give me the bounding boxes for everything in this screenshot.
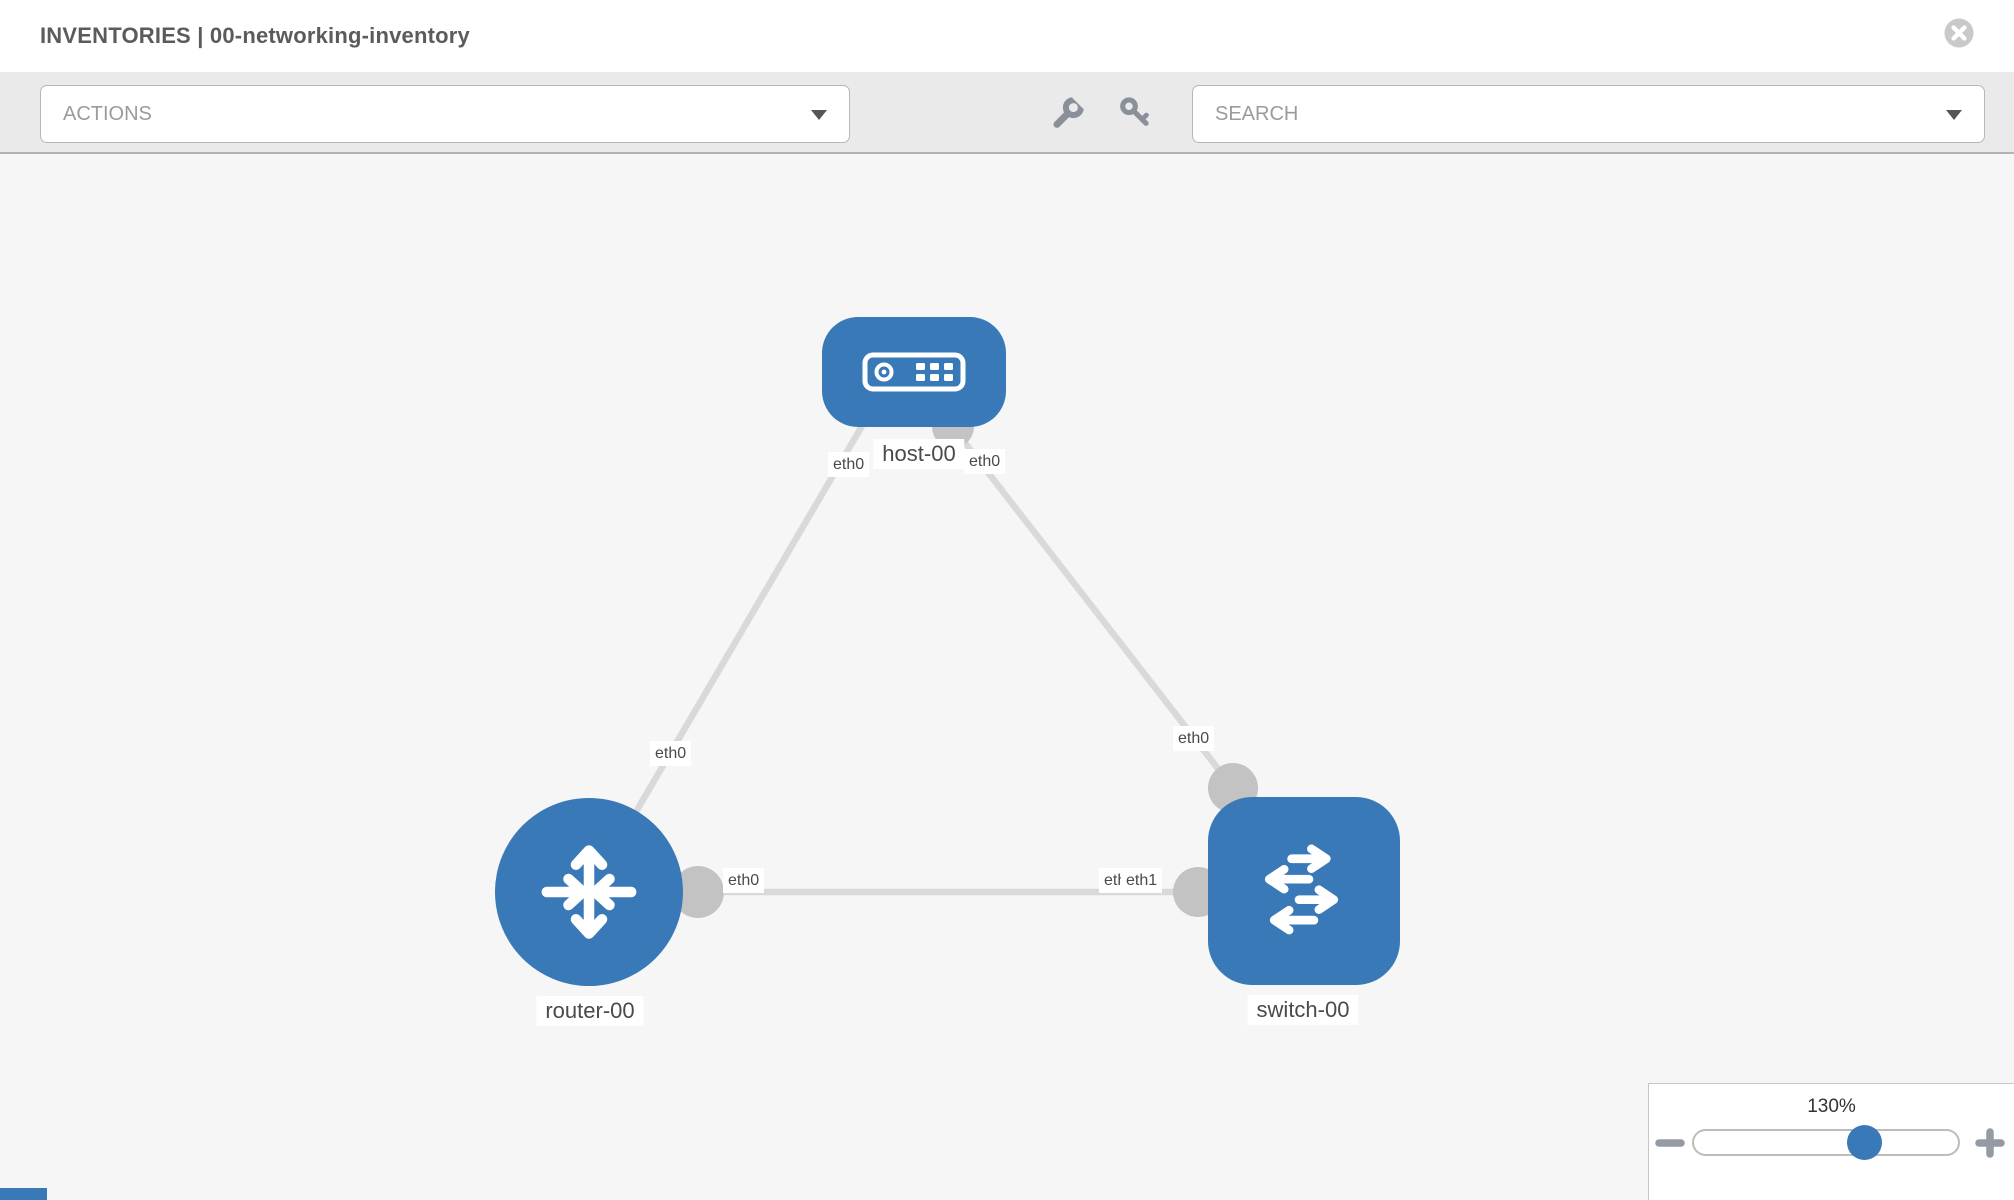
interface-label: eth0 [828, 452, 870, 477]
search-dropdown-label: SEARCH [1215, 102, 1299, 125]
interface-label: eth0 [1173, 726, 1215, 751]
chevron-down-icon [811, 110, 827, 120]
zoom-panel: 130% [1648, 1083, 2014, 1200]
node-host-00[interactable] [822, 317, 1006, 427]
zoom-slider-thumb[interactable] [1847, 1125, 1882, 1160]
interface-label: eth1 [1121, 868, 1163, 893]
page-header: INVENTORIES | 00-networking-inventory [0, 0, 2014, 72]
zoom-in-button[interactable] [1974, 1127, 2006, 1162]
router-icon [541, 845, 637, 939]
toolbar: ACTIONS SEARCH [0, 72, 2014, 154]
node-label-switch-00: switch-00 [1247, 995, 1359, 1025]
close-button[interactable] [1944, 18, 1974, 48]
close-icon [1944, 18, 1974, 48]
plus-icon [1975, 1128, 2005, 1158]
node-router-00[interactable] [495, 798, 683, 986]
node-label-host-00: host-00 [873, 439, 965, 469]
zoom-level-value: 130% [1807, 1096, 1856, 1117]
interface-label: eth0 [650, 741, 692, 766]
node-label-router-00: router-00 [536, 996, 644, 1026]
tools-button[interactable] [1050, 89, 1092, 131]
key-icon [1120, 97, 1149, 126]
corner-accent [0, 1188, 47, 1200]
key-button[interactable] [1117, 95, 1153, 131]
switch-icon [1264, 844, 1339, 935]
zoom-slider-track[interactable] [1692, 1125, 1960, 1160]
interface-label: eth0 [964, 449, 1006, 474]
host-icon [862, 352, 966, 392]
search-dropdown[interactable]: SEARCH [1192, 85, 1985, 143]
wrench-icon [1053, 89, 1092, 128]
chevron-down-icon [1946, 110, 1962, 120]
interface-label: eth0 [723, 868, 765, 893]
interface-anchor-router[interactable] [672, 866, 724, 918]
minus-icon [1655, 1139, 1685, 1147]
links-layer [586, 406, 1258, 918]
node-switch-00[interactable] [1208, 797, 1400, 985]
topology-canvas[interactable]: eth0 eth0 host-00 eth0 eth0 eth0 eth0 et… [0, 154, 2014, 1200]
actions-dropdown[interactable]: ACTIONS [40, 85, 850, 143]
actions-dropdown-label: ACTIONS [63, 102, 152, 125]
zoom-out-button[interactable] [1655, 1132, 1685, 1157]
page-title: INVENTORIES | 00-networking-inventory [40, 23, 470, 48]
